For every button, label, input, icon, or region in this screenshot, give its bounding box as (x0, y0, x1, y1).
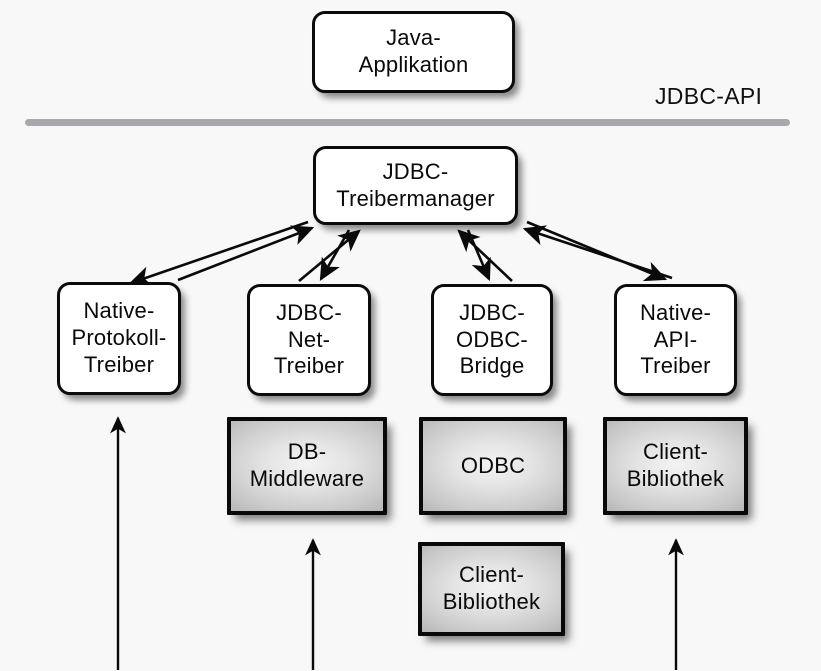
node-jdbc-odbc-bridge[interactable]: JDBC- ODBC- Bridge (431, 284, 553, 396)
edge-jdbc-odbc-bridge-to-manager (457, 229, 513, 282)
node-odbc-label: ODBC (460, 452, 526, 478)
node-client-library-center-label: Client- Bibliothek (442, 562, 541, 614)
jdbc-api-label: JDBC-API (655, 83, 763, 109)
edge-native-protocol-to-manager (177, 225, 315, 282)
jdbc-api-separator (25, 119, 790, 126)
node-jdbc-net-driver[interactable]: JDBC- Net- Treiber (247, 284, 371, 396)
node-client-library-right-label: Client- Bibliothek (626, 439, 725, 491)
node-native-api-driver-label: Native- API- Treiber (639, 299, 712, 379)
edge-manager-to-native-protocol (128, 220, 309, 287)
node-client-library-center[interactable]: Client- Bibliothek (418, 542, 565, 636)
node-native-protocol-driver-label: Native- Protokoll- Treiber (71, 298, 167, 377)
node-native-protocol-driver[interactable]: Native- Protokoll- Treiber (57, 282, 181, 395)
edge-manager-to-jdbc-net (319, 229, 351, 282)
edge-jdbc-net-to-manager (298, 229, 361, 282)
node-odbc[interactable]: ODBC (419, 417, 567, 515)
edge-native-api-to-manager (522, 225, 673, 280)
node-db-middleware-label: DB- Middleware (249, 439, 365, 491)
edge-manager-to-jdbc-odbc-bridge (466, 229, 491, 282)
node-java-application-label: Java- Applikation (358, 25, 469, 77)
node-db-middleware[interactable]: DB- Middleware (227, 417, 387, 515)
node-java-application[interactable]: Java- Applikation (312, 11, 515, 93)
node-jdbc-driver-manager[interactable]: JDBC- Treibermanager (313, 146, 518, 225)
edge-manager-to-native-api (526, 220, 668, 282)
node-jdbc-driver-manager-label: JDBC- Treibermanager (336, 158, 495, 211)
node-jdbc-odbc-bridge-label: JDBC- ODBC- Bridge (456, 299, 528, 379)
node-jdbc-net-driver-label: JDBC- Net- Treiber (273, 299, 345, 379)
node-native-api-driver[interactable]: Native- API- Treiber (614, 284, 737, 396)
node-client-library-right[interactable]: Client- Bibliothek (603, 417, 748, 515)
